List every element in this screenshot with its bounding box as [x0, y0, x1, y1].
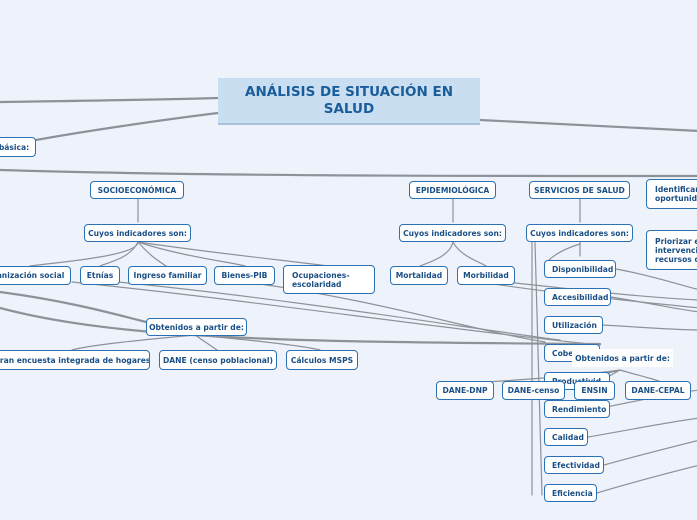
- node-label: Ingreso familiar: [133, 271, 202, 280]
- node-label: Identificar oportunida: [655, 185, 697, 203]
- central-topic[interactable]: ANÁLISIS DE SITUACIÓN EN SALUD: [218, 78, 480, 125]
- node-dane-censo-poblacional[interactable]: DANE (censo poblacional): [159, 350, 277, 370]
- node-label: Etnías: [86, 271, 114, 280]
- node-label: Priorizar el intervencio recursos di: [655, 236, 697, 264]
- node-dane-dnp[interactable]: DANE-DNP: [436, 381, 494, 400]
- node-eficiencia[interactable]: Eficiencia: [544, 484, 597, 502]
- node-dane-censo[interactable]: DANE-censo: [502, 381, 565, 400]
- node-epidemiologica[interactable]: EPIDEMIOLÓGICA: [409, 181, 496, 199]
- node-label: Calidad: [552, 432, 584, 442]
- node-label: Mortalidad: [395, 271, 443, 280]
- node-etnias[interactable]: Etnías: [80, 266, 120, 285]
- node-label: Ocupaciones-escolaridad: [292, 270, 350, 289]
- node-label: Bienes-PIB: [221, 271, 268, 280]
- node-label: Accesibilidad: [552, 292, 609, 302]
- node-label: Cobe: [552, 348, 574, 358]
- node-gran-encuesta[interactable]: Gran encuesta integrada de hogares: [0, 350, 150, 370]
- node-label: Obtenidos a partir de:: [149, 322, 244, 332]
- node-label: Rendimiento: [552, 404, 607, 414]
- node-calculos-msps[interactable]: Cálculos MSPS: [286, 350, 358, 370]
- node-label: Efectividad: [552, 460, 600, 470]
- node-basica[interactable]: básica:: [0, 137, 36, 157]
- node-calidad[interactable]: Calidad: [544, 428, 588, 446]
- node-ingreso-familiar[interactable]: Ingreso familiar: [128, 266, 207, 285]
- node-label: Cuyos indicadores son:: [403, 228, 502, 238]
- node-socioeconomica[interactable]: SOCIOECONÓMICA: [90, 181, 184, 199]
- node-label: DANE-censo: [507, 386, 560, 395]
- node-mortalidad[interactable]: Mortalidad: [390, 266, 448, 285]
- node-ensin[interactable]: ENSIN: [574, 381, 615, 400]
- node-label: Obtenidos a partir de:: [575, 353, 670, 363]
- node-organizacion-social[interactable]: anización social: [0, 266, 71, 285]
- node-label: Utilización: [552, 320, 597, 330]
- node-identificar-oportunidades[interactable]: Identificar oportunida: [646, 179, 697, 209]
- node-label: anización social: [0, 271, 65, 280]
- node-label: EPIDEMIOLÓGICA: [415, 185, 490, 195]
- node-epi-indicadores[interactable]: Cuyos indicadores son:: [399, 224, 506, 242]
- node-label: Disponibilidad: [552, 264, 614, 274]
- node-label: básica:: [0, 142, 30, 152]
- central-title: ANÁLISIS DE SITUACIÓN EN SALUD: [245, 83, 453, 117]
- node-label: Cuyos indicadores son:: [530, 228, 629, 238]
- node-dane-cepal[interactable]: DANE-CEPAL: [625, 381, 691, 400]
- node-morbilidad[interactable]: Morbilidad: [457, 266, 515, 285]
- node-label: DANE-DNP: [442, 386, 488, 395]
- node-socio-indicadores[interactable]: Cuyos indicadores son:: [84, 224, 191, 242]
- node-label: Eficiencia: [552, 488, 593, 498]
- node-serv-obtenidos[interactable]: Obtenidos a partir de:: [572, 349, 673, 367]
- node-label: DANE-CEPAL: [631, 386, 685, 395]
- node-ocupaciones-escolaridad[interactable]: Ocupaciones-escolaridad: [283, 265, 375, 294]
- node-label: Cálculos MSPS: [290, 355, 354, 365]
- node-label: DANE (censo poblacional): [162, 355, 274, 365]
- node-serv-indicadores[interactable]: Cuyos indicadores son:: [526, 224, 633, 242]
- node-bienes-pib[interactable]: Bienes-PIB: [214, 266, 275, 285]
- node-priorizar[interactable]: Priorizar el intervencio recursos di: [646, 230, 697, 270]
- node-label: Cuyos indicadores son:: [88, 228, 187, 238]
- node-label: Gran encuesta integrada de hogares: [0, 355, 150, 365]
- node-rendimiento[interactable]: Rendimiento: [544, 400, 610, 418]
- node-socio-obtenidos[interactable]: Obtenidos a partir de:: [146, 318, 247, 336]
- node-label: SERVICIOS DE SALUD: [534, 185, 625, 195]
- node-utilizacion[interactable]: Utilización: [544, 316, 603, 334]
- node-label: ENSIN: [581, 386, 608, 395]
- node-label: SOCIOECONÓMICA: [97, 185, 177, 195]
- node-disponibilidad[interactable]: Disponibilidad: [544, 260, 616, 278]
- node-efectividad[interactable]: Efectividad: [544, 456, 604, 474]
- node-servicios-de-salud[interactable]: SERVICIOS DE SALUD: [529, 181, 630, 199]
- node-accesibilidad[interactable]: Accesibilidad: [544, 288, 611, 306]
- node-label: Morbilidad: [463, 271, 509, 280]
